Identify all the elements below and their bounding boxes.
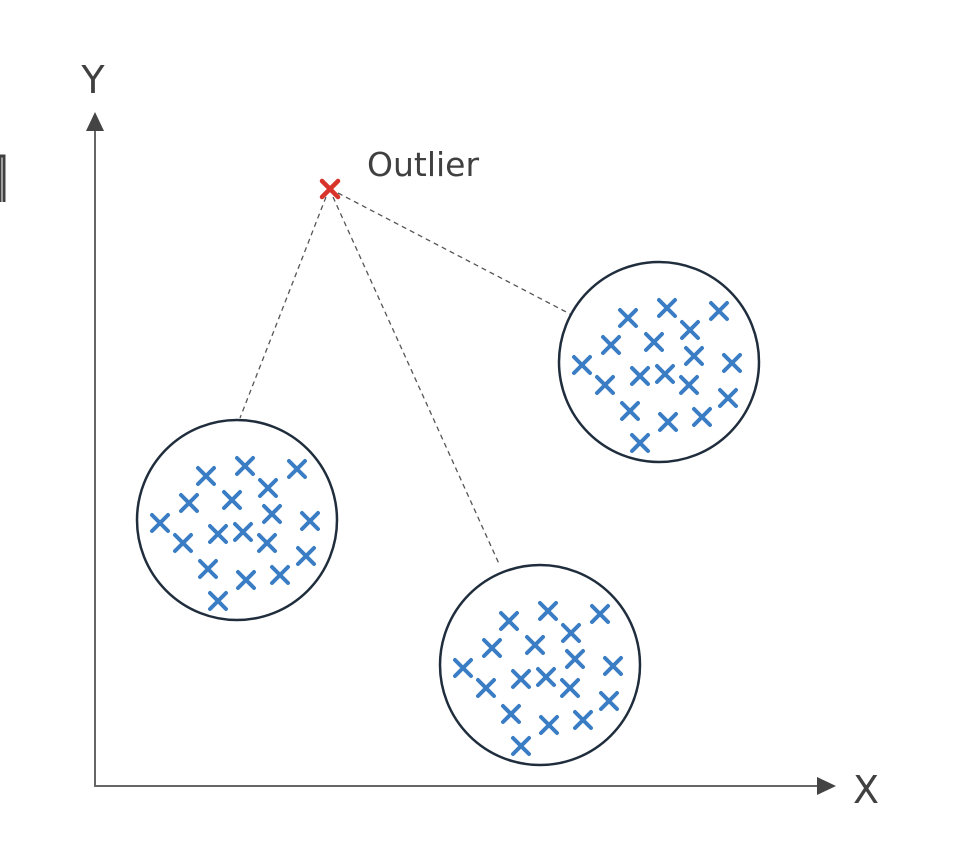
data-point — [692, 407, 712, 427]
data-point — [630, 433, 650, 453]
outlier-label: Outlier — [367, 145, 479, 184]
data-point — [560, 678, 580, 698]
data-point — [235, 456, 255, 476]
data-point — [618, 308, 638, 328]
x-axis-arrow-icon — [817, 777, 836, 795]
data-point — [644, 332, 664, 352]
data-point — [680, 320, 700, 340]
distance-line-left-cluster — [239, 196, 327, 419]
data-point — [233, 522, 253, 542]
data-point — [538, 601, 558, 621]
cropped-text-fragment — [0, 154, 6, 202]
data-point — [511, 669, 531, 689]
distance-lines — [239, 192, 573, 567]
data-point — [208, 524, 228, 544]
distance-line-right-cluster — [337, 192, 573, 316]
data-point — [296, 546, 316, 566]
data-point — [499, 611, 519, 631]
y-axis-arrow-icon — [86, 112, 104, 131]
data-point — [270, 565, 290, 585]
cluster-right — [557, 260, 761, 464]
cluster-boundary-circle — [135, 418, 339, 622]
data-point — [718, 388, 738, 408]
data-point — [603, 656, 623, 676]
data-point — [150, 513, 170, 533]
data-point — [173, 533, 193, 553]
data-point — [679, 375, 699, 395]
data-point — [236, 570, 256, 590]
data-point — [476, 678, 496, 698]
outlier-point — [319, 178, 341, 200]
data-point — [539, 715, 559, 735]
distance-line-bottom-cluster — [332, 196, 501, 567]
data-point — [208, 591, 228, 611]
cluster-left — [135, 418, 339, 622]
data-point — [599, 691, 619, 711]
data-point — [179, 493, 199, 513]
data-point — [300, 511, 320, 531]
data-point — [601, 335, 621, 355]
clusters — [135, 260, 761, 767]
data-point — [709, 301, 729, 321]
cluster-boundary-circle — [438, 563, 642, 767]
data-point — [684, 346, 704, 366]
data-point — [620, 401, 640, 421]
data-point — [561, 623, 581, 643]
data-point — [222, 490, 242, 510]
data-point — [565, 649, 585, 669]
data-point — [198, 559, 218, 579]
data-point — [573, 710, 593, 730]
data-point — [482, 638, 502, 658]
data-point — [572, 355, 592, 375]
cluster-bottom — [438, 563, 642, 767]
data-point — [722, 353, 742, 373]
data-point — [630, 366, 650, 386]
data-point — [262, 504, 282, 524]
x-axis-label: X — [853, 768, 879, 812]
data-point — [658, 412, 678, 432]
data-point — [196, 466, 216, 486]
data-point — [590, 604, 610, 624]
data-point — [536, 667, 556, 687]
data-point — [287, 459, 307, 479]
data-point — [595, 375, 615, 395]
data-point — [511, 736, 531, 756]
data-point — [257, 533, 277, 553]
y-axis-label: Y — [80, 58, 105, 102]
data-point — [258, 478, 278, 498]
data-point — [655, 364, 675, 384]
cluster-boundary-circle — [557, 260, 761, 464]
data-point — [453, 658, 473, 678]
data-point — [657, 298, 677, 318]
data-point — [501, 704, 521, 724]
data-point — [525, 635, 545, 655]
